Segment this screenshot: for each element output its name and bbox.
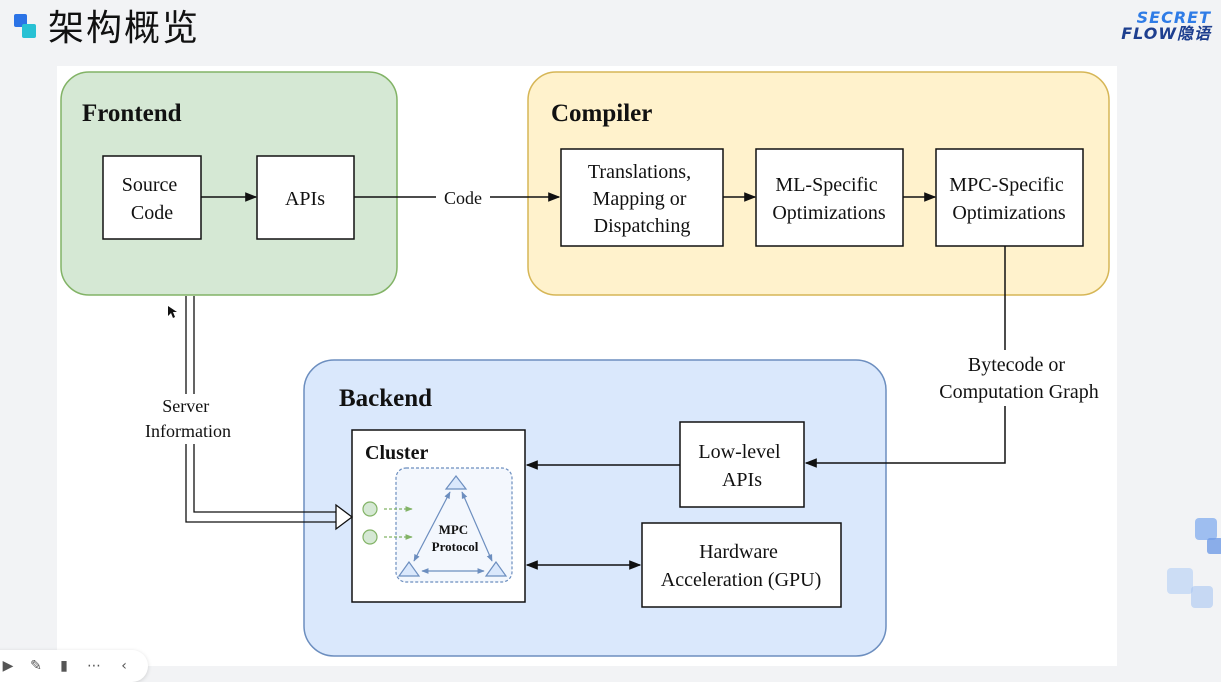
brand-logo-bottom: FLOW隐语: [1121, 24, 1211, 43]
title-bullet-icon: [14, 14, 36, 40]
slide-title: 架构概览: [48, 8, 201, 49]
collapse-icon[interactable]: ‹: [121, 658, 127, 674]
more-icon[interactable]: ⋯: [87, 658, 101, 674]
play-icon[interactable]: ▶: [2, 658, 14, 674]
pen-icon[interactable]: ✎: [30, 658, 42, 674]
diagram-canvas: [57, 66, 1117, 666]
presentation-toolbar: ▶ ✎ ▮ ⋯ ‹: [0, 650, 148, 682]
brand-logo: SECRET FLOW隐语: [1121, 10, 1211, 42]
decorative-cubes: [1167, 518, 1221, 608]
slide-header: 架构概览 SECRET FLOW隐语: [0, 0, 1221, 62]
camera-icon[interactable]: ▮: [60, 658, 68, 674]
brand-logo-top: SECRET: [1136, 8, 1211, 27]
